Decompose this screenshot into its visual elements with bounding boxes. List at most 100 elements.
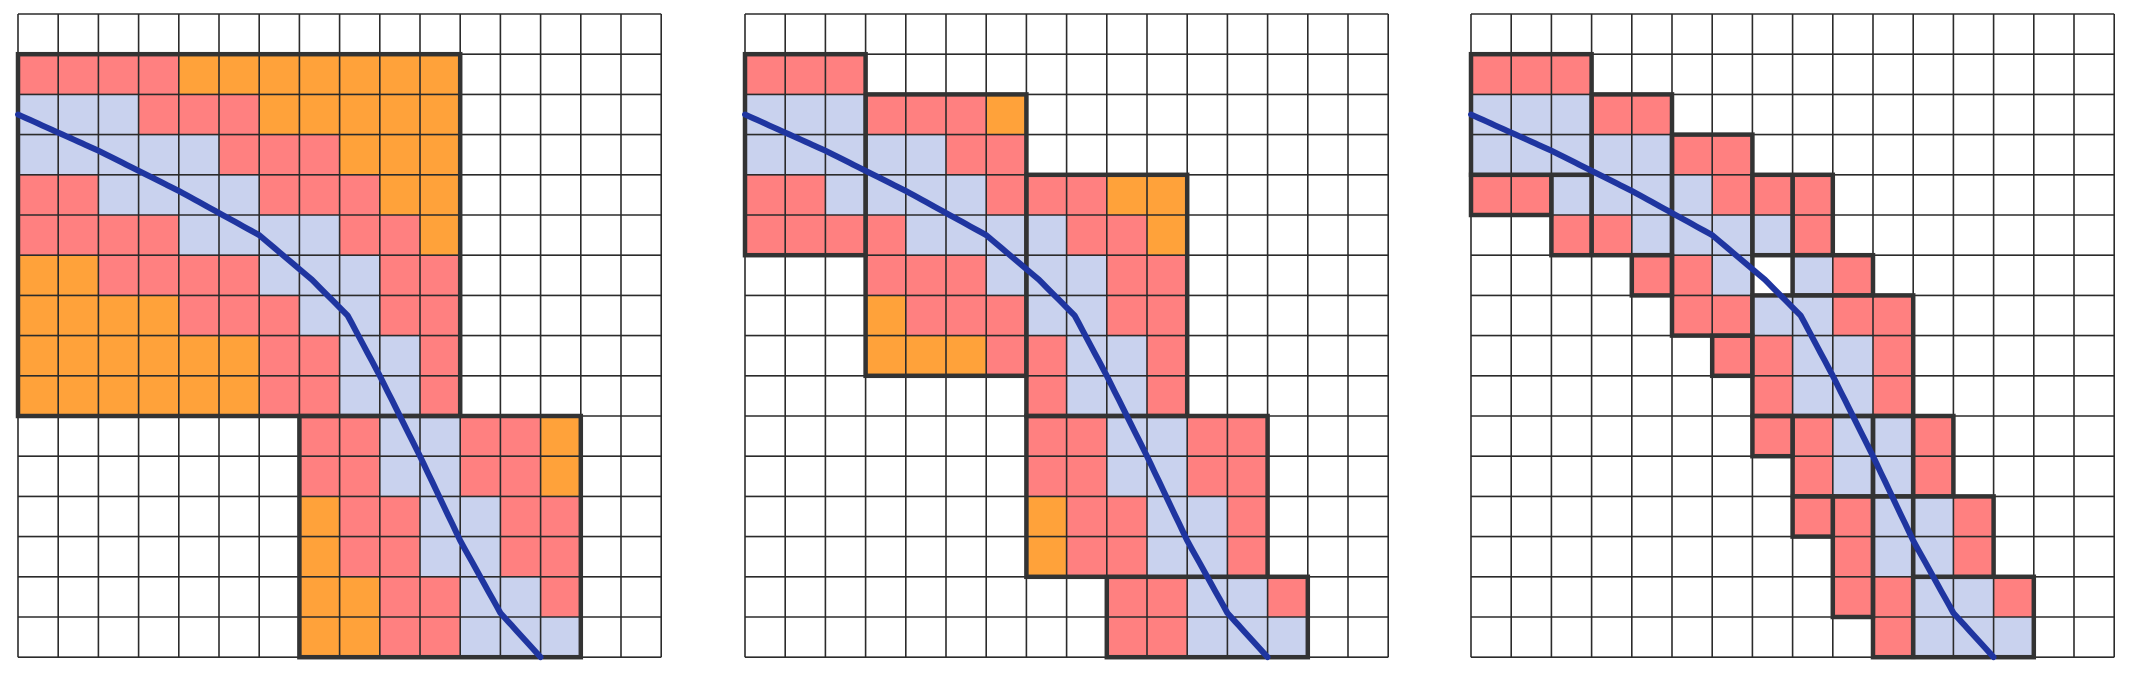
grid-coarse — [15, 13, 663, 661]
grid-cell — [1913, 416, 1954, 457]
grid-cell — [500, 576, 541, 617]
grid-cell — [138, 375, 179, 416]
grid-cell — [138, 94, 179, 135]
grid-cell — [1832, 295, 1873, 336]
grid-cell — [98, 375, 139, 416]
grid-cell — [1672, 295, 1713, 336]
grid-cell — [299, 335, 340, 376]
grid-cell — [745, 134, 786, 175]
grid-cell — [1953, 536, 1994, 577]
grid-cell — [500, 416, 541, 457]
grid-cell — [178, 255, 219, 296]
grid-cell — [946, 94, 987, 135]
grid-cell — [1832, 536, 1873, 577]
grid-cell — [259, 295, 300, 336]
grid-cell — [299, 215, 340, 256]
grid-cell — [420, 174, 461, 215]
grid-cell — [500, 496, 541, 537]
grid-cell — [825, 215, 866, 256]
grid-cell — [138, 255, 179, 296]
grid-cell — [18, 255, 59, 296]
grid-cell — [259, 94, 300, 135]
grid-cell — [339, 536, 380, 577]
grid-cell — [58, 375, 99, 416]
block-cells — [18, 54, 581, 658]
grid-cell — [785, 94, 826, 135]
grid-cell — [1752, 174, 1793, 215]
grid-cell — [339, 375, 380, 416]
grid-cell — [379, 335, 420, 376]
grid-cell — [178, 134, 219, 175]
grid-cell — [1712, 174, 1753, 215]
grid-cell — [1106, 617, 1147, 658]
grid-cell — [1832, 255, 1873, 296]
grid-cell — [905, 134, 946, 175]
grid-cell — [1227, 496, 1268, 537]
grid-cell — [379, 536, 420, 577]
grid-cell — [1147, 375, 1188, 416]
grid-cell — [219, 174, 260, 215]
grid-cell — [18, 335, 59, 376]
grid-cell — [1913, 456, 1954, 497]
grid-cell — [1953, 496, 1994, 537]
grid-cell — [18, 295, 59, 336]
grid-cell — [178, 54, 219, 95]
grid-cell — [1792, 375, 1833, 416]
grid-cell — [1106, 255, 1147, 296]
grid-cell — [1792, 416, 1833, 457]
grid-cell — [299, 496, 340, 537]
grid-cell — [1712, 295, 1753, 336]
grid-cell — [1106, 295, 1147, 336]
grid-cell — [1471, 174, 1512, 215]
grid-cell — [259, 174, 300, 215]
block-borders — [742, 51, 1311, 660]
curve-line — [1468, 111, 1997, 661]
grid-cell — [1913, 496, 1954, 537]
grid-cell — [946, 134, 987, 175]
grid-cell — [98, 215, 139, 256]
grid-cell — [540, 617, 581, 658]
grid-cell — [905, 215, 946, 256]
grid-cell — [540, 536, 581, 577]
grid-cell — [1026, 496, 1067, 537]
grid-cell — [500, 456, 541, 497]
grid-cell — [1227, 576, 1268, 617]
grid-cell — [1873, 375, 1914, 416]
grid-cell — [1026, 215, 1067, 256]
grid-cell — [339, 496, 380, 537]
grid-cell — [1187, 496, 1228, 537]
grid-cell — [1873, 576, 1914, 617]
grid-cell — [1832, 576, 1873, 617]
grid-cell — [259, 134, 300, 175]
grid-cell — [420, 617, 461, 658]
grid-cell — [98, 54, 139, 95]
grid-cell — [1147, 174, 1188, 215]
grid-cell — [1227, 456, 1268, 497]
grid-cell — [1792, 215, 1833, 256]
grid-cell — [1873, 295, 1914, 336]
grid-cell — [1551, 215, 1592, 256]
grid-cell — [1066, 456, 1107, 497]
grid-cell — [420, 416, 461, 457]
grid-cell — [299, 94, 340, 135]
grid-cell — [1631, 134, 1672, 175]
grid-cell — [1672, 174, 1713, 215]
grid-cell — [460, 416, 501, 457]
grid-cell — [1106, 174, 1147, 215]
grid-cell — [1913, 617, 1954, 658]
grid-cell — [420, 295, 461, 336]
grid-fine — [1468, 13, 2116, 661]
grid-cell — [1551, 54, 1592, 95]
grid-cell — [1026, 174, 1067, 215]
grid-cell — [299, 456, 340, 497]
grid-cell — [339, 174, 380, 215]
grid-cell — [865, 255, 906, 296]
grid-cell — [540, 576, 581, 617]
grid-cell — [379, 215, 420, 256]
grid-cell — [339, 576, 380, 617]
grid-cell — [178, 375, 219, 416]
block-cells — [745, 54, 1308, 658]
grid-cell — [58, 215, 99, 256]
grid-cell — [98, 255, 139, 296]
grid-cell — [1026, 375, 1067, 416]
